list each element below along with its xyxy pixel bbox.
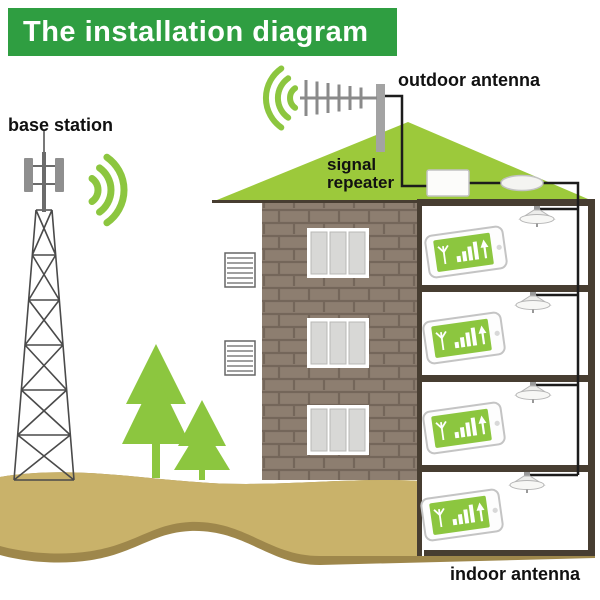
pine-tree-icon	[122, 344, 190, 478]
base-station-label: base station	[8, 115, 114, 135]
roof	[212, 122, 595, 202]
signal-repeater-label-line2: repeater	[327, 173, 395, 193]
window-icon	[306, 227, 370, 279]
outdoor-antenna-label: outdoor antenna	[398, 70, 540, 90]
yagi-antenna-icon	[300, 80, 385, 152]
window-icon	[306, 317, 370, 369]
floor-slabs	[212, 199, 595, 556]
cable-antenna-to-repeater	[385, 94, 427, 188]
signal-repeater-label-line1: signal	[327, 155, 377, 174]
cable-branches	[530, 207, 578, 477]
signal-repeater-label: signal repeater	[327, 155, 395, 193]
balcony-ladder-icon	[224, 252, 256, 288]
base-station-tower-icon	[13, 130, 75, 481]
window-icon	[306, 404, 370, 456]
signal-repeater-box-icon	[426, 169, 470, 197]
balcony-ladder-icon	[224, 340, 256, 376]
page-title: The installation diagram	[23, 15, 369, 48]
pine-tree-icon	[174, 400, 230, 480]
signal-waves-icon	[262, 65, 299, 131]
splitter-icon	[500, 174, 544, 192]
indoor-antenna-label: indoor antenna	[450, 564, 580, 584]
signal-waves-icon	[88, 153, 128, 227]
title-banner: The installation diagram	[8, 8, 397, 56]
